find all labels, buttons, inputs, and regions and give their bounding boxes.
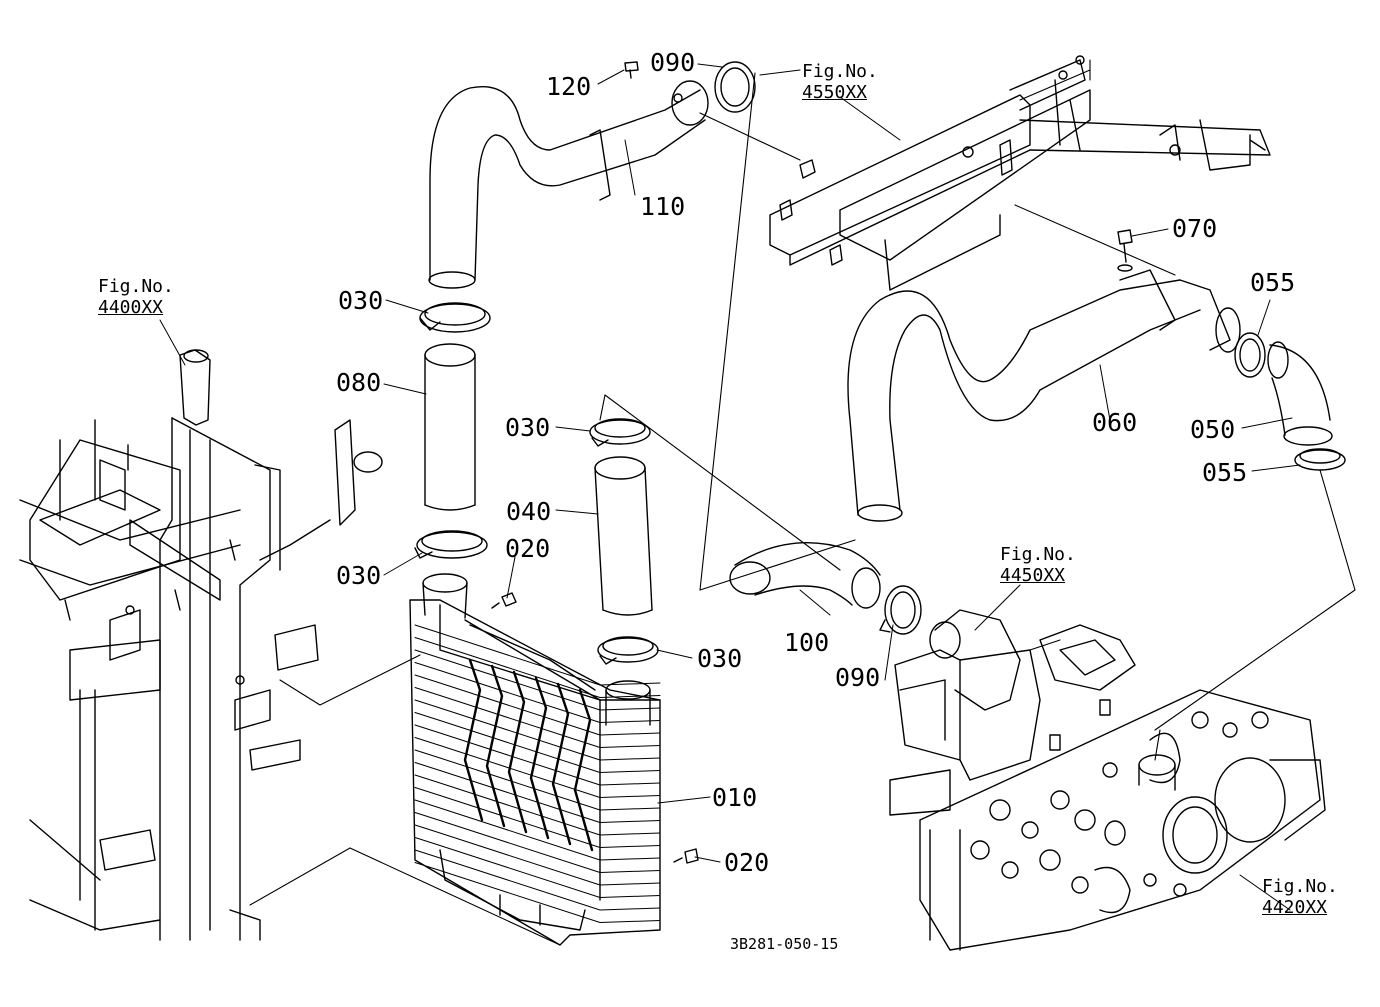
clamp-030-top [420,303,490,332]
part-label-030-mid-top[interactable]: 030 [505,413,551,442]
fin-line [415,750,660,810]
clamp-055-lower [1295,449,1345,470]
fin-line [415,638,660,698]
bolt-020-upper [492,593,516,608]
fig-ref-number: 4450XX [1000,564,1066,586]
fig-ref-number: 4420XX [1262,896,1328,918]
fin-line [415,625,660,685]
intercooler-fins [415,625,660,923]
fin-line [415,713,660,773]
part-label-050[interactable]: 050 [1190,415,1236,444]
clamp-030-lower-left [415,531,487,558]
fin-line [415,663,660,723]
hose-080 [425,344,475,510]
intercooler-base [440,850,585,930]
fig-ref-number: 4400XX [98,296,164,318]
hose-110 [429,81,708,288]
part-label-030-lower-left[interactable]: 030 [336,561,382,590]
fin-shading [575,690,592,850]
fig-ref-caption: Fig.No. [1000,544,1076,565]
part-label-020-lower[interactable]: 020 [724,848,770,877]
part-label-060[interactable]: 060 [1092,408,1138,437]
part-label-055-upper[interactable]: 055 [1250,268,1296,297]
hose-060 [848,270,1240,521]
part-label-020-upper[interactable]: 020 [505,534,551,563]
clamp-090-lower [880,586,921,634]
fin-shading [553,684,570,844]
part-label-070[interactable]: 070 [1172,214,1218,243]
fig-ref-4400xx[interactable]: Fig.No. 4400XX [98,276,174,318]
fin-line [415,650,660,710]
drawing-code: 3B281-050-15 [730,935,839,953]
clamp-090-upper [715,62,755,112]
fin-shading [487,666,504,826]
clamp-030-mid-bottom [598,637,658,664]
fig-ref-caption: Fig.No. [98,276,174,297]
part-label-090-upper[interactable]: 090 [650,48,696,77]
part-label-030-top[interactable]: 030 [338,286,384,315]
fin-line [415,813,660,873]
intercooler-010 [410,574,660,945]
fin-line [415,725,660,785]
reference-lines [250,60,1355,945]
fin-line [415,838,660,898]
part-label-030-mid-bottom[interactable]: 030 [697,644,743,673]
fin-line [415,825,660,885]
fig-ref-4550xx[interactable]: Fig.No. 4550XX [802,61,878,103]
front-frame [20,350,382,940]
part-label-055-lower[interactable]: 055 [1202,458,1248,487]
fig-ref-4420xx[interactable]: Fig.No. 4420XX [1262,876,1338,918]
fin-line [415,738,660,798]
fig-ref-number: 4550XX [802,81,868,103]
engine-assembly [890,610,1325,950]
fin-shading [465,660,482,820]
clamp-055-upper [1235,333,1265,377]
label-leaders [160,64,1300,910]
fin-line [415,863,660,923]
part-label-080[interactable]: 080 [336,368,382,397]
bolt-020-lower [674,849,698,863]
elbow-050 [1268,342,1332,445]
hose-040 [595,457,652,615]
fig-ref-4450xx[interactable]: Fig.No. 4450XX [1000,544,1076,586]
fin-line [415,800,660,860]
clamp-030-mid-top [590,419,650,446]
fin-line [415,850,660,910]
fig-ref-caption: Fig.No. [1262,876,1338,897]
part-label-100[interactable]: 100 [784,628,830,657]
fin-line [415,788,660,848]
fin-shading [509,672,526,832]
bolt-120 [625,62,638,78]
upper-frame [770,56,1270,290]
part-label-010[interactable]: 010 [712,783,758,812]
part-label-120[interactable]: 120 [546,72,592,101]
fin-shading [531,678,548,838]
fin-line [415,763,660,823]
part-label-110[interactable]: 110 [640,192,686,221]
fig-ref-caption: Fig.No. [802,61,878,82]
hose-100 [730,543,880,608]
fin-line [415,675,660,735]
fin-line [415,700,660,760]
part-label-090-lower[interactable]: 090 [835,663,881,692]
part-label-040[interactable]: 040 [506,497,552,526]
